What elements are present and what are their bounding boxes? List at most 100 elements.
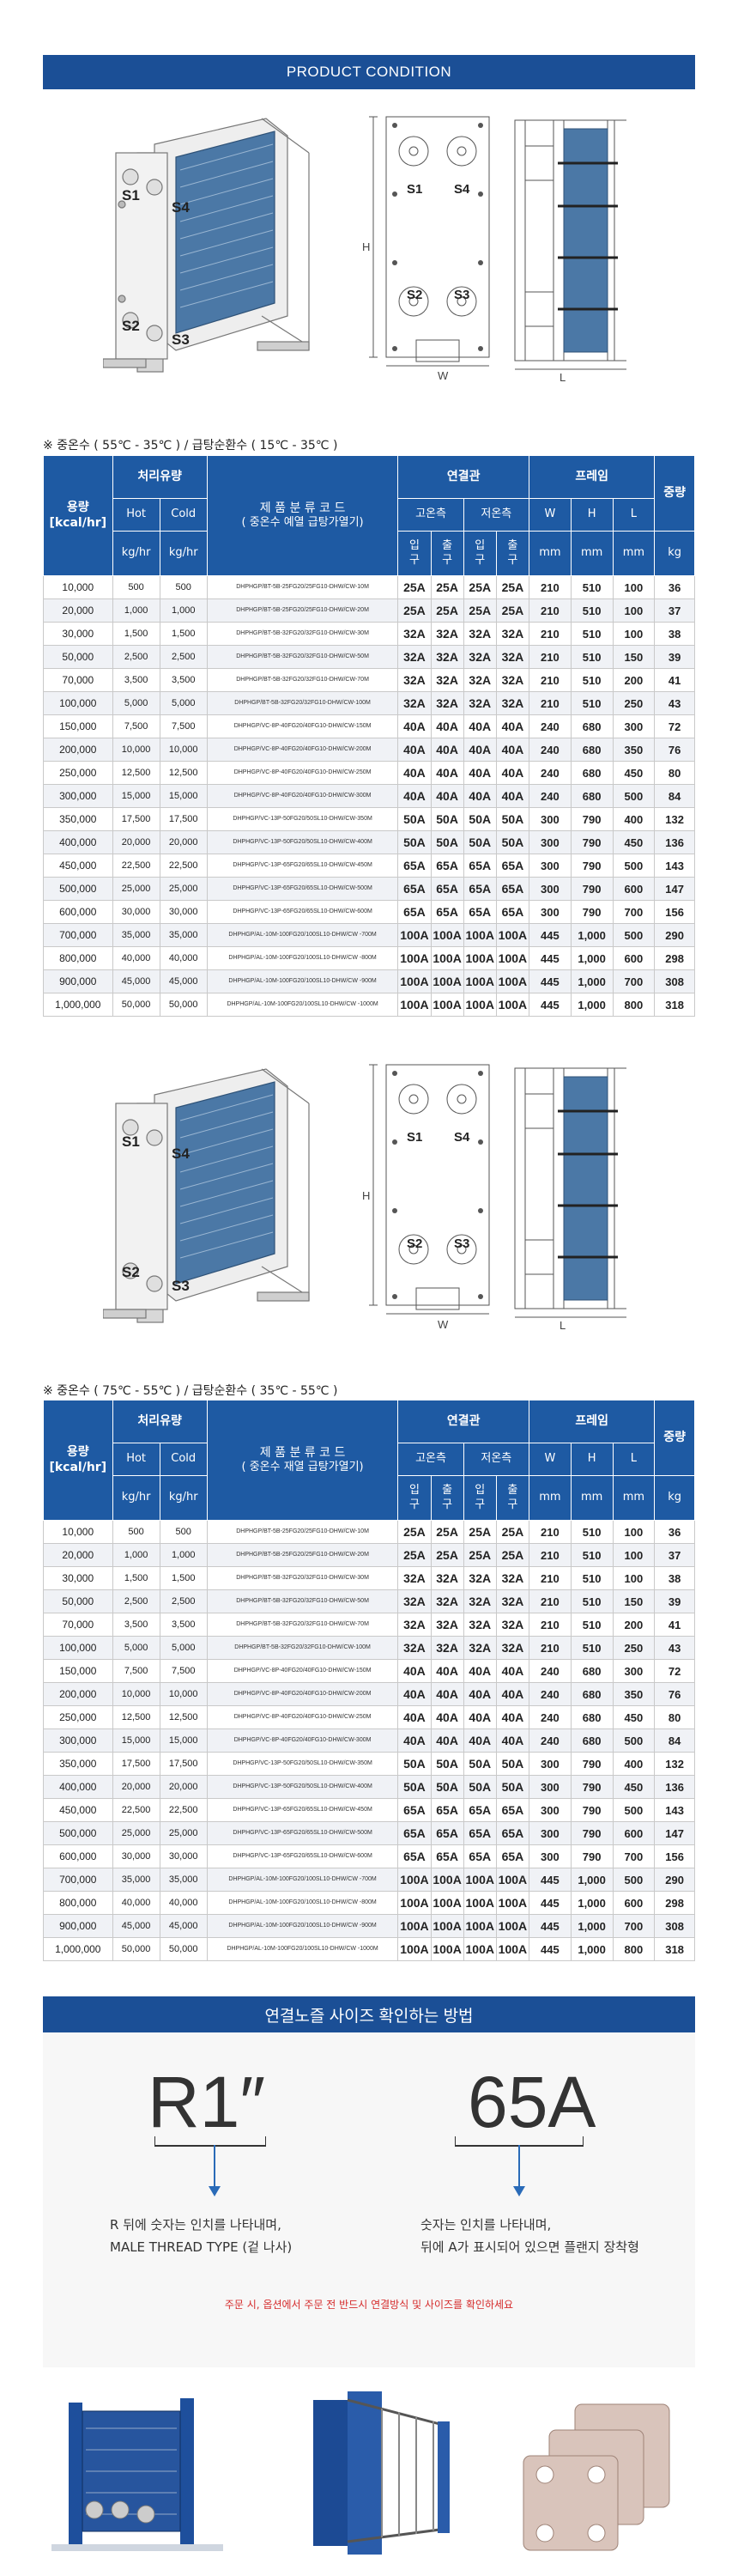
high-outlet-cell: 32A bbox=[430, 1613, 464, 1637]
cold-flow-cell: 17,500 bbox=[159, 807, 208, 831]
header-w-unit: mm bbox=[529, 531, 572, 576]
header-weight-unit: kg bbox=[654, 531, 695, 576]
high-inlet-cell: 50A bbox=[397, 830, 432, 854]
low-outlet-cell: 25A bbox=[495, 575, 530, 599]
frame-w-cell: 300 bbox=[529, 1821, 572, 1845]
hot-flow-cell: 50,000 bbox=[112, 993, 160, 1017]
product-code-cell: DHPHGP/VC-8P-40FG20/40FG10-DHW/CW-150M bbox=[206, 714, 399, 738]
frame-w-cell: 240 bbox=[529, 761, 572, 785]
cold-flow-cell: 22,500 bbox=[159, 1798, 208, 1822]
low-inlet-cell: 40A bbox=[463, 1659, 497, 1683]
weight-cell: 156 bbox=[654, 900, 695, 924]
cold-flow-cell: 1,500 bbox=[159, 1566, 208, 1590]
header-capacity-2: 용량[kcal/hr] bbox=[43, 1400, 113, 1521]
high-outlet-cell: 100A bbox=[430, 946, 464, 970]
low-outlet-cell: 32A bbox=[495, 645, 530, 669]
spec-table-2-wrap: 용량[kcal/hr] 처리유량 제 품 분 류 코 드( 중온수 재열 급탕가… bbox=[43, 1400, 695, 1961]
product-code-cell: DHPHGP/VC-8P-40FG20/40FG10-DHW/CW-200M bbox=[206, 738, 399, 762]
cold-flow-cell: 25,000 bbox=[159, 1821, 208, 1845]
weight-cell: 156 bbox=[654, 1844, 695, 1868]
product-code-cell: DHPHGP/VC-13P-50FG20/50SL10-DHW/CW-400M bbox=[206, 830, 399, 854]
frame-l-cell: 600 bbox=[612, 1891, 656, 1915]
weight-cell: 84 bbox=[654, 784, 695, 808]
capacity-cell: 1,000,000 bbox=[43, 993, 113, 1017]
hot-flow-cell: 5,000 bbox=[112, 691, 160, 715]
high-inlet-cell: 32A bbox=[397, 1613, 432, 1637]
thread-arrow bbox=[209, 2145, 221, 2202]
high-outlet-cell: 50A bbox=[430, 807, 464, 831]
frame-h-cell: 790 bbox=[570, 1844, 614, 1868]
high-inlet-cell: 32A bbox=[397, 668, 432, 692]
frame-w-cell: 210 bbox=[529, 691, 572, 715]
low-outlet-cell: 100A bbox=[495, 946, 530, 970]
frame-h-cell: 1,000 bbox=[570, 923, 614, 947]
low-inlet-cell: 40A bbox=[463, 1705, 497, 1729]
weight-cell: 36 bbox=[654, 575, 695, 599]
frame-l-cell: 350 bbox=[612, 738, 656, 762]
frame-h-cell: 510 bbox=[570, 1566, 614, 1590]
frame-h-cell: 510 bbox=[570, 622, 614, 646]
frame-w-cell: 210 bbox=[529, 668, 572, 692]
product-code-cell: DHPHGP/AL-10M-100FG20/100SL10-DHW/CW -80… bbox=[206, 1891, 399, 1915]
frame-w-cell: 210 bbox=[529, 1543, 572, 1567]
frame-w-cell: 445 bbox=[529, 993, 572, 1017]
frame-l-cell: 350 bbox=[612, 1682, 656, 1706]
product-code-cell: DHPHGP/BT-5B-32FG20/32FG10-DHW/CW-30M bbox=[206, 1566, 399, 1590]
low-inlet-cell: 50A bbox=[463, 830, 497, 854]
front-port-s2-2: S2 bbox=[407, 1236, 423, 1251]
high-outlet-cell: 40A bbox=[430, 761, 464, 785]
weight-cell: 76 bbox=[654, 738, 695, 762]
low-outlet-cell: 65A bbox=[495, 1844, 530, 1868]
frame-l-cell: 100 bbox=[612, 1543, 656, 1567]
weight-cell: 72 bbox=[654, 714, 695, 738]
hot-flow-cell: 2,500 bbox=[112, 1589, 160, 1613]
weight-cell: 41 bbox=[654, 1613, 695, 1637]
hot-flow-cell: 10,000 bbox=[112, 1682, 160, 1706]
frame-h-cell: 790 bbox=[570, 854, 614, 878]
frame-l-cell: 150 bbox=[612, 1589, 656, 1613]
low-outlet-cell: 100A bbox=[495, 1868, 530, 1892]
high-outlet-cell: 40A bbox=[430, 784, 464, 808]
low-inlet-cell: 32A bbox=[463, 645, 497, 669]
high-inlet-cell: 32A bbox=[397, 691, 432, 715]
frame-h-cell: 680 bbox=[570, 1705, 614, 1729]
product-photo-assembled bbox=[51, 2385, 232, 2561]
hot-flow-cell: 20,000 bbox=[112, 830, 160, 854]
low-inlet-cell: 25A bbox=[463, 575, 497, 599]
low-outlet-cell: 50A bbox=[495, 1775, 530, 1799]
header-h: H bbox=[570, 498, 614, 532]
low-outlet-cell: 65A bbox=[495, 1821, 530, 1845]
high-inlet-cell: 25A bbox=[397, 1520, 432, 1544]
hot-flow-cell: 1,000 bbox=[112, 1543, 160, 1567]
header-outlet-low-2: 출구 bbox=[495, 1475, 530, 1521]
weight-cell: 308 bbox=[654, 969, 695, 993]
frame-w-cell: 300 bbox=[529, 807, 572, 831]
frame-w-cell: 300 bbox=[529, 1844, 572, 1868]
high-outlet-cell: 40A bbox=[430, 1682, 464, 1706]
frame-h-cell: 680 bbox=[570, 784, 614, 808]
capacity-cell: 250,000 bbox=[43, 1705, 113, 1729]
product-code-cell: DHPHGP/VC-8P-40FG20/40FG10-DHW/CW-250M bbox=[206, 761, 399, 785]
weight-cell: 38 bbox=[654, 622, 695, 646]
banner-title: PRODUCT CONDITION bbox=[286, 64, 452, 80]
high-outlet-cell: 40A bbox=[430, 1659, 464, 1683]
high-outlet-cell: 25A bbox=[430, 575, 464, 599]
hot-flow-cell: 17,500 bbox=[112, 807, 160, 831]
frame-l-cell: 100 bbox=[612, 622, 656, 646]
cold-flow-cell: 45,000 bbox=[159, 1914, 208, 1938]
header-weight-2: 중량 bbox=[654, 1400, 695, 1476]
product-code-cell: DHPHGP/AL-10M-100FG20/100SL10-DHW/CW -80… bbox=[206, 946, 399, 970]
low-outlet-cell: 40A bbox=[495, 761, 530, 785]
header-hot-unit: kg/hr bbox=[112, 531, 160, 576]
low-inlet-cell: 100A bbox=[463, 1914, 497, 1938]
high-inlet-cell: 25A bbox=[397, 598, 432, 623]
capacity-cell: 20,000 bbox=[43, 598, 113, 623]
frame-w-cell: 210 bbox=[529, 1589, 572, 1613]
